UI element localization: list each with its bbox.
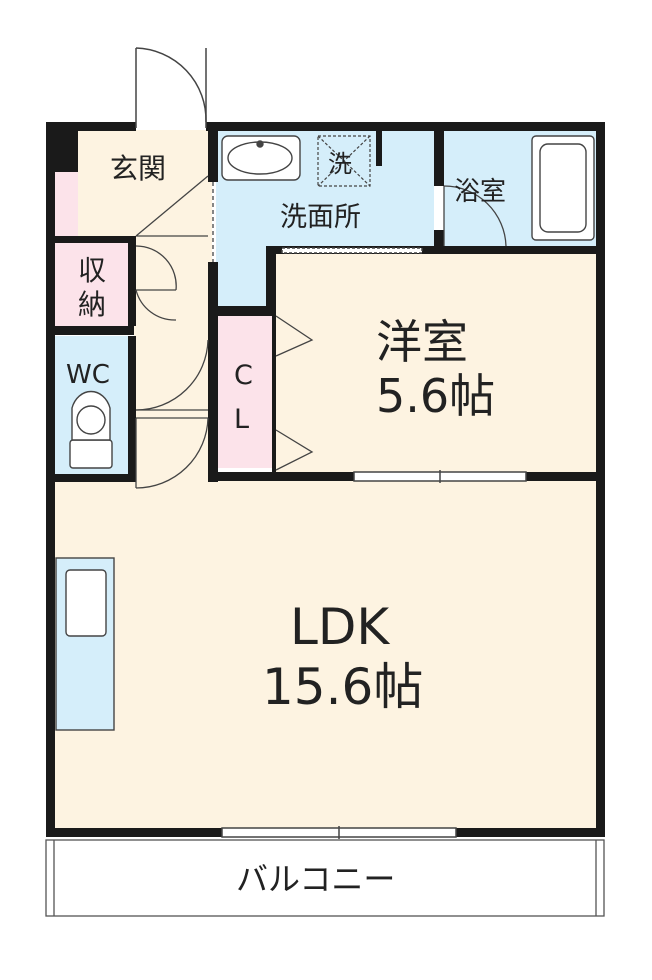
- bathtub: [531, 135, 595, 241]
- yoshitsu-floor: [276, 252, 602, 474]
- walls: [46, 122, 605, 837]
- genkan-floor: [76, 130, 212, 240]
- shuno-label-2: 納: [78, 288, 106, 321]
- closet-floor: [218, 316, 272, 468]
- entry-door: [135, 47, 207, 128]
- yoshitsu-name: 洋室: [376, 315, 468, 369]
- hall-floor: [134, 236, 212, 488]
- washbasin: [221, 135, 301, 181]
- wc-label: WC: [66, 360, 110, 390]
- toilet: [69, 390, 113, 469]
- interior-doors: [135, 175, 507, 489]
- balcony: [45, 839, 605, 917]
- genkan-side-pink: [54, 172, 78, 238]
- genkan-label: 玄関: [110, 152, 166, 185]
- yoshitsu-size: 5.6帖: [376, 369, 495, 423]
- shuno-label-1: 収: [78, 254, 106, 287]
- closet-label-1: C: [234, 360, 253, 391]
- senmenjo-label: 洗面所: [280, 202, 361, 233]
- senmenjo-lower-floor: [216, 246, 274, 306]
- kitchen-counter: [55, 557, 115, 731]
- shuno-floor: [54, 242, 130, 326]
- ldk-size: 15.6帖: [262, 658, 423, 716]
- ldk-name: LDK: [290, 598, 390, 656]
- windows: [221, 247, 527, 839]
- balcony-label: バルコニー: [236, 860, 395, 898]
- closet-label-2: L: [234, 404, 249, 435]
- sen-label: 洗: [328, 150, 352, 178]
- ldk-floor: [52, 478, 602, 833]
- yokushitsu-label: 浴室: [454, 177, 506, 207]
- washing-machine-area: [317, 135, 371, 187]
